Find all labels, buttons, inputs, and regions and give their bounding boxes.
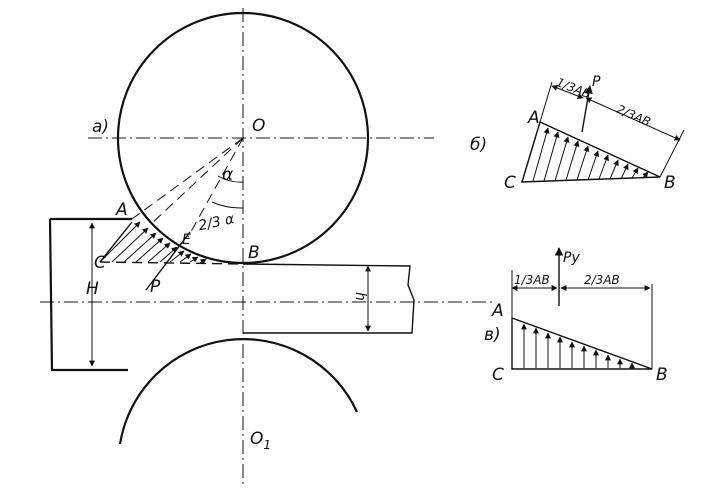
label-b-C: C [504, 173, 516, 193]
view-v: в) A B C Py 1/3AB 2/3AB [484, 247, 668, 385]
label-B: B [248, 243, 260, 263]
label-two-thirds-alpha: 2/3 α [197, 211, 236, 234]
label-b-A: A [527, 108, 540, 128]
label-E: E [182, 232, 191, 248]
view-b: б) A B C P 1/3AB 2/3AB [470, 74, 685, 193]
strip-exit-body [242, 263, 415, 334]
pressure-arrows-v [521, 323, 635, 369]
label-h: h [352, 292, 368, 301]
radius-to-E [187, 137, 244, 238]
resultant-P-line [145, 231, 191, 291]
label-P: P [150, 277, 161, 297]
strip-entry-body [48, 218, 128, 372]
label-v-one-third: 1/3AB [514, 273, 550, 287]
alpha-arc [217, 175, 244, 183]
triangle-b [521, 121, 661, 183]
label-v-C: C [492, 365, 504, 385]
two-thirds-alpha-arc [211, 201, 244, 209]
line-CB [99, 261, 244, 265]
label-H: H [86, 279, 99, 299]
label-v-Py: Py [563, 250, 580, 266]
upper-roll-circle [116, 11, 370, 265]
label-alpha: α [222, 165, 233, 185]
pressure-arrows-a [99, 221, 207, 265]
label-view-v: в) [484, 325, 501, 345]
view-a: h a) O α 2/3 α A B [40, 8, 492, 488]
lower-roll-arc [118, 338, 358, 445]
label-v-A: A [491, 301, 504, 321]
label-A: A [115, 200, 128, 220]
label-b-B: B [664, 173, 676, 193]
radius-to-A [131, 137, 244, 220]
label-view-b: б) [470, 135, 487, 155]
label-v-B: B [656, 365, 668, 385]
label-C: C [94, 253, 106, 273]
line-CA [99, 221, 133, 263]
pressure-arrows-b [532, 127, 649, 182]
label-b-two-thirds: 2/3AB [614, 102, 652, 129]
label-O1: O1 [250, 429, 271, 452]
label-O: O [252, 116, 265, 136]
label-v-two-thirds: 2/3AB [584, 273, 620, 287]
label-b-one-third: 1/3AB [554, 75, 592, 101]
triangle-v [511, 317, 653, 370]
label-view-a: a) [92, 117, 109, 137]
radius-mid [149, 137, 244, 226]
label-b-P: P [592, 74, 601, 90]
